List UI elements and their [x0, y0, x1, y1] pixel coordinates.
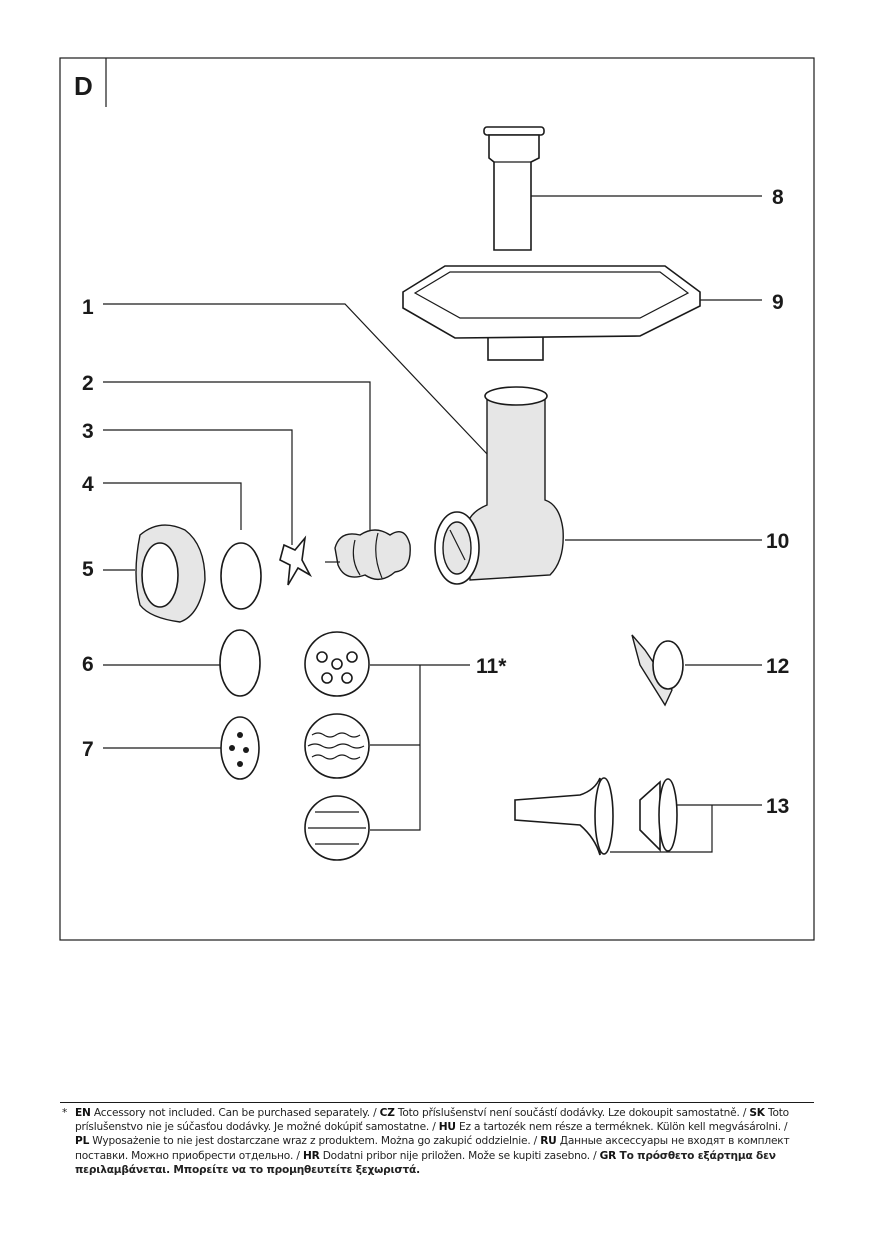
text-sk: Toto — [764, 1107, 789, 1119]
text-ru: Данные аксессуары не входят в комплект — [556, 1135, 790, 1148]
lang-code-hr: HR — [302, 1149, 320, 1162]
label-7: 7 — [82, 738, 94, 761]
footnote-line: PL Wyposażenie to nie jest dostarczane w… — [75, 1134, 820, 1148]
text-en: Accessory not included. Can be purchased… — [90, 1107, 380, 1119]
label-3: 3 — [82, 420, 94, 443]
kebbe-attachment — [631, 634, 684, 707]
label-6: 6 — [82, 653, 94, 676]
grinder-body — [434, 386, 564, 585]
lang-code-ru: RU — [540, 1135, 557, 1148]
label-5: 5 — [82, 558, 94, 581]
ring-nut — [135, 524, 206, 623]
footnote-separator — [60, 1102, 814, 1103]
label-1: 1 — [82, 296, 94, 319]
footnote-star: * — [62, 1107, 68, 1119]
footnote-line: príslušenstvo nie je súčasťou dodávky. J… — [75, 1120, 820, 1134]
label-11: 11* — [476, 655, 507, 678]
label-13: 13 — [766, 795, 789, 818]
label-9: 9 — [772, 291, 784, 314]
cutting-plate-fine — [220, 542, 262, 610]
footnote-line: EN Accessory not included. Can be purcha… — [75, 1106, 820, 1120]
cutting-plate-coarse — [220, 716, 260, 780]
food-pusher — [483, 126, 545, 251]
parts-diagram: D — [59, 57, 815, 941]
text-hr: Dodatni pribor nije priložen. Može se ku… — [319, 1149, 600, 1162]
feed-screw — [325, 529, 411, 580]
text-ru-cont: поставки. Можно приобрести отдельно. / — [75, 1149, 303, 1162]
lang-code-pl: PL — [75, 1135, 90, 1148]
lang-code-gr: GR — [599, 1149, 617, 1162]
text-hu: Ez a tartozék nem része a terméknek. Kül… — [455, 1121, 788, 1134]
lang-code-sk: SK — [749, 1107, 765, 1119]
section-letter: D — [74, 71, 93, 101]
cutting-blade — [279, 535, 313, 586]
lang-code-en: EN — [75, 1107, 91, 1119]
text-sk-cont: príslušenstvo nie je súčasťou dodávky. J… — [75, 1121, 439, 1134]
diagram-frame — [59, 57, 815, 941]
footnote: * EN Accessory not included. Can be purc… — [60, 1106, 820, 1177]
label-10: 10 — [766, 530, 789, 553]
footnote-line: περιλαμβάνεται. Μπορείτε να το προμηθευτ… — [75, 1163, 820, 1177]
cutting-plate-medium — [219, 629, 261, 697]
sausage-attachment — [514, 777, 678, 856]
leader-lines — [103, 195, 762, 853]
label-8: 8 — [772, 186, 784, 209]
label-4: 4 — [82, 473, 94, 496]
footnote-line: поставки. Можно приобрести отдельно. / H… — [75, 1149, 820, 1163]
text-pl: Wyposażenie to nie jest dostarczane wraz… — [89, 1135, 541, 1148]
lang-code-cz: CZ — [379, 1107, 395, 1119]
optional-discs — [304, 631, 370, 861]
lang-code-hu: HU — [438, 1121, 456, 1134]
food-tray — [402, 265, 701, 361]
label-2: 2 — [82, 372, 94, 395]
label-12: 12 — [766, 655, 789, 678]
text-cz: Toto příslušenství není součástí dodávky… — [394, 1107, 750, 1119]
text-gr: Το πρόσθετο εξάρτημα δεν — [616, 1149, 776, 1162]
text-gr-cont: περιλαμβάνεται. Μπορείτε να το προμηθευτ… — [75, 1163, 420, 1176]
